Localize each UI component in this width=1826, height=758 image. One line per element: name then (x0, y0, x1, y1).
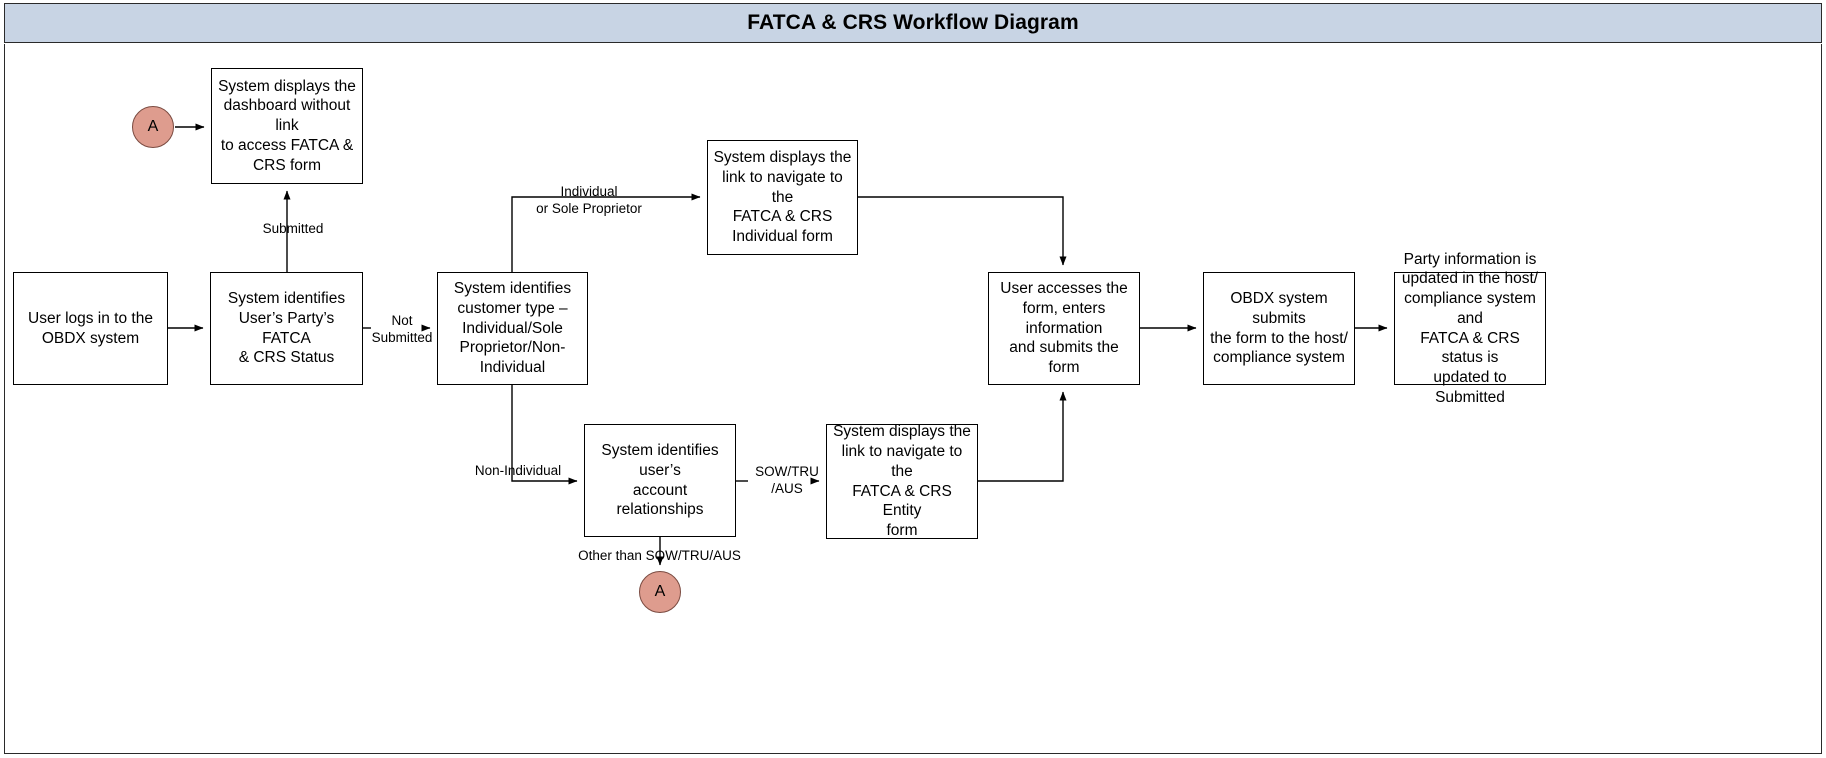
edge-label-sow-tru-aus: SOW/TRU /AUS (755, 464, 819, 496)
edge-label-non-individual: Non-Individual (474, 463, 562, 478)
node-display-individual-form-link[interactable]: System displays the link to navigate to … (707, 140, 858, 255)
node-user-logs-in[interactable]: User logs in to the OBDX system (13, 272, 168, 385)
node-identify-customer-type[interactable]: System identifies customer type – Indivi… (437, 272, 588, 385)
node-dashboard-without-link[interactable]: System displays the dashboard without li… (211, 68, 363, 184)
page-title: FATCA & CRS Workflow Diagram (747, 11, 1079, 34)
node-user-submits-form[interactable]: User accesses the form, enters informati… (988, 272, 1140, 385)
connector-circle-a-top[interactable]: A (132, 106, 174, 148)
node-obdx-submits-form[interactable]: OBDX system submits the form to the host… (1203, 272, 1355, 385)
node-account-relationships[interactable]: System identifies user’s account relatio… (584, 424, 736, 537)
edge-label-individual-or-sole-proprietor: Individual or Sole Proprietor (536, 184, 642, 216)
connector-circle-a-bottom[interactable]: A (639, 571, 681, 613)
edge-label-not-submitted: Not Submitted (371, 313, 433, 345)
edge-label-other-than-sow-tru-aus: Other than SOW/TRU/AUS (578, 548, 741, 563)
node-party-information-updated[interactable]: Party information is updated in the host… (1394, 251, 1546, 406)
node-display-entity-form-link[interactable]: System displays the link to navigate to … (826, 423, 978, 539)
diagram-title-bar: FATCA & CRS Workflow Diagram (4, 3, 1822, 43)
edge-individual-to-user-submits (858, 196, 1067, 266)
node-system-identifies-status[interactable]: System identifies User’s Party’s FATCA &… (210, 272, 363, 385)
edge-label-submitted: Submitted (262, 221, 324, 236)
edge-entity-to-user-submits (978, 391, 1067, 482)
